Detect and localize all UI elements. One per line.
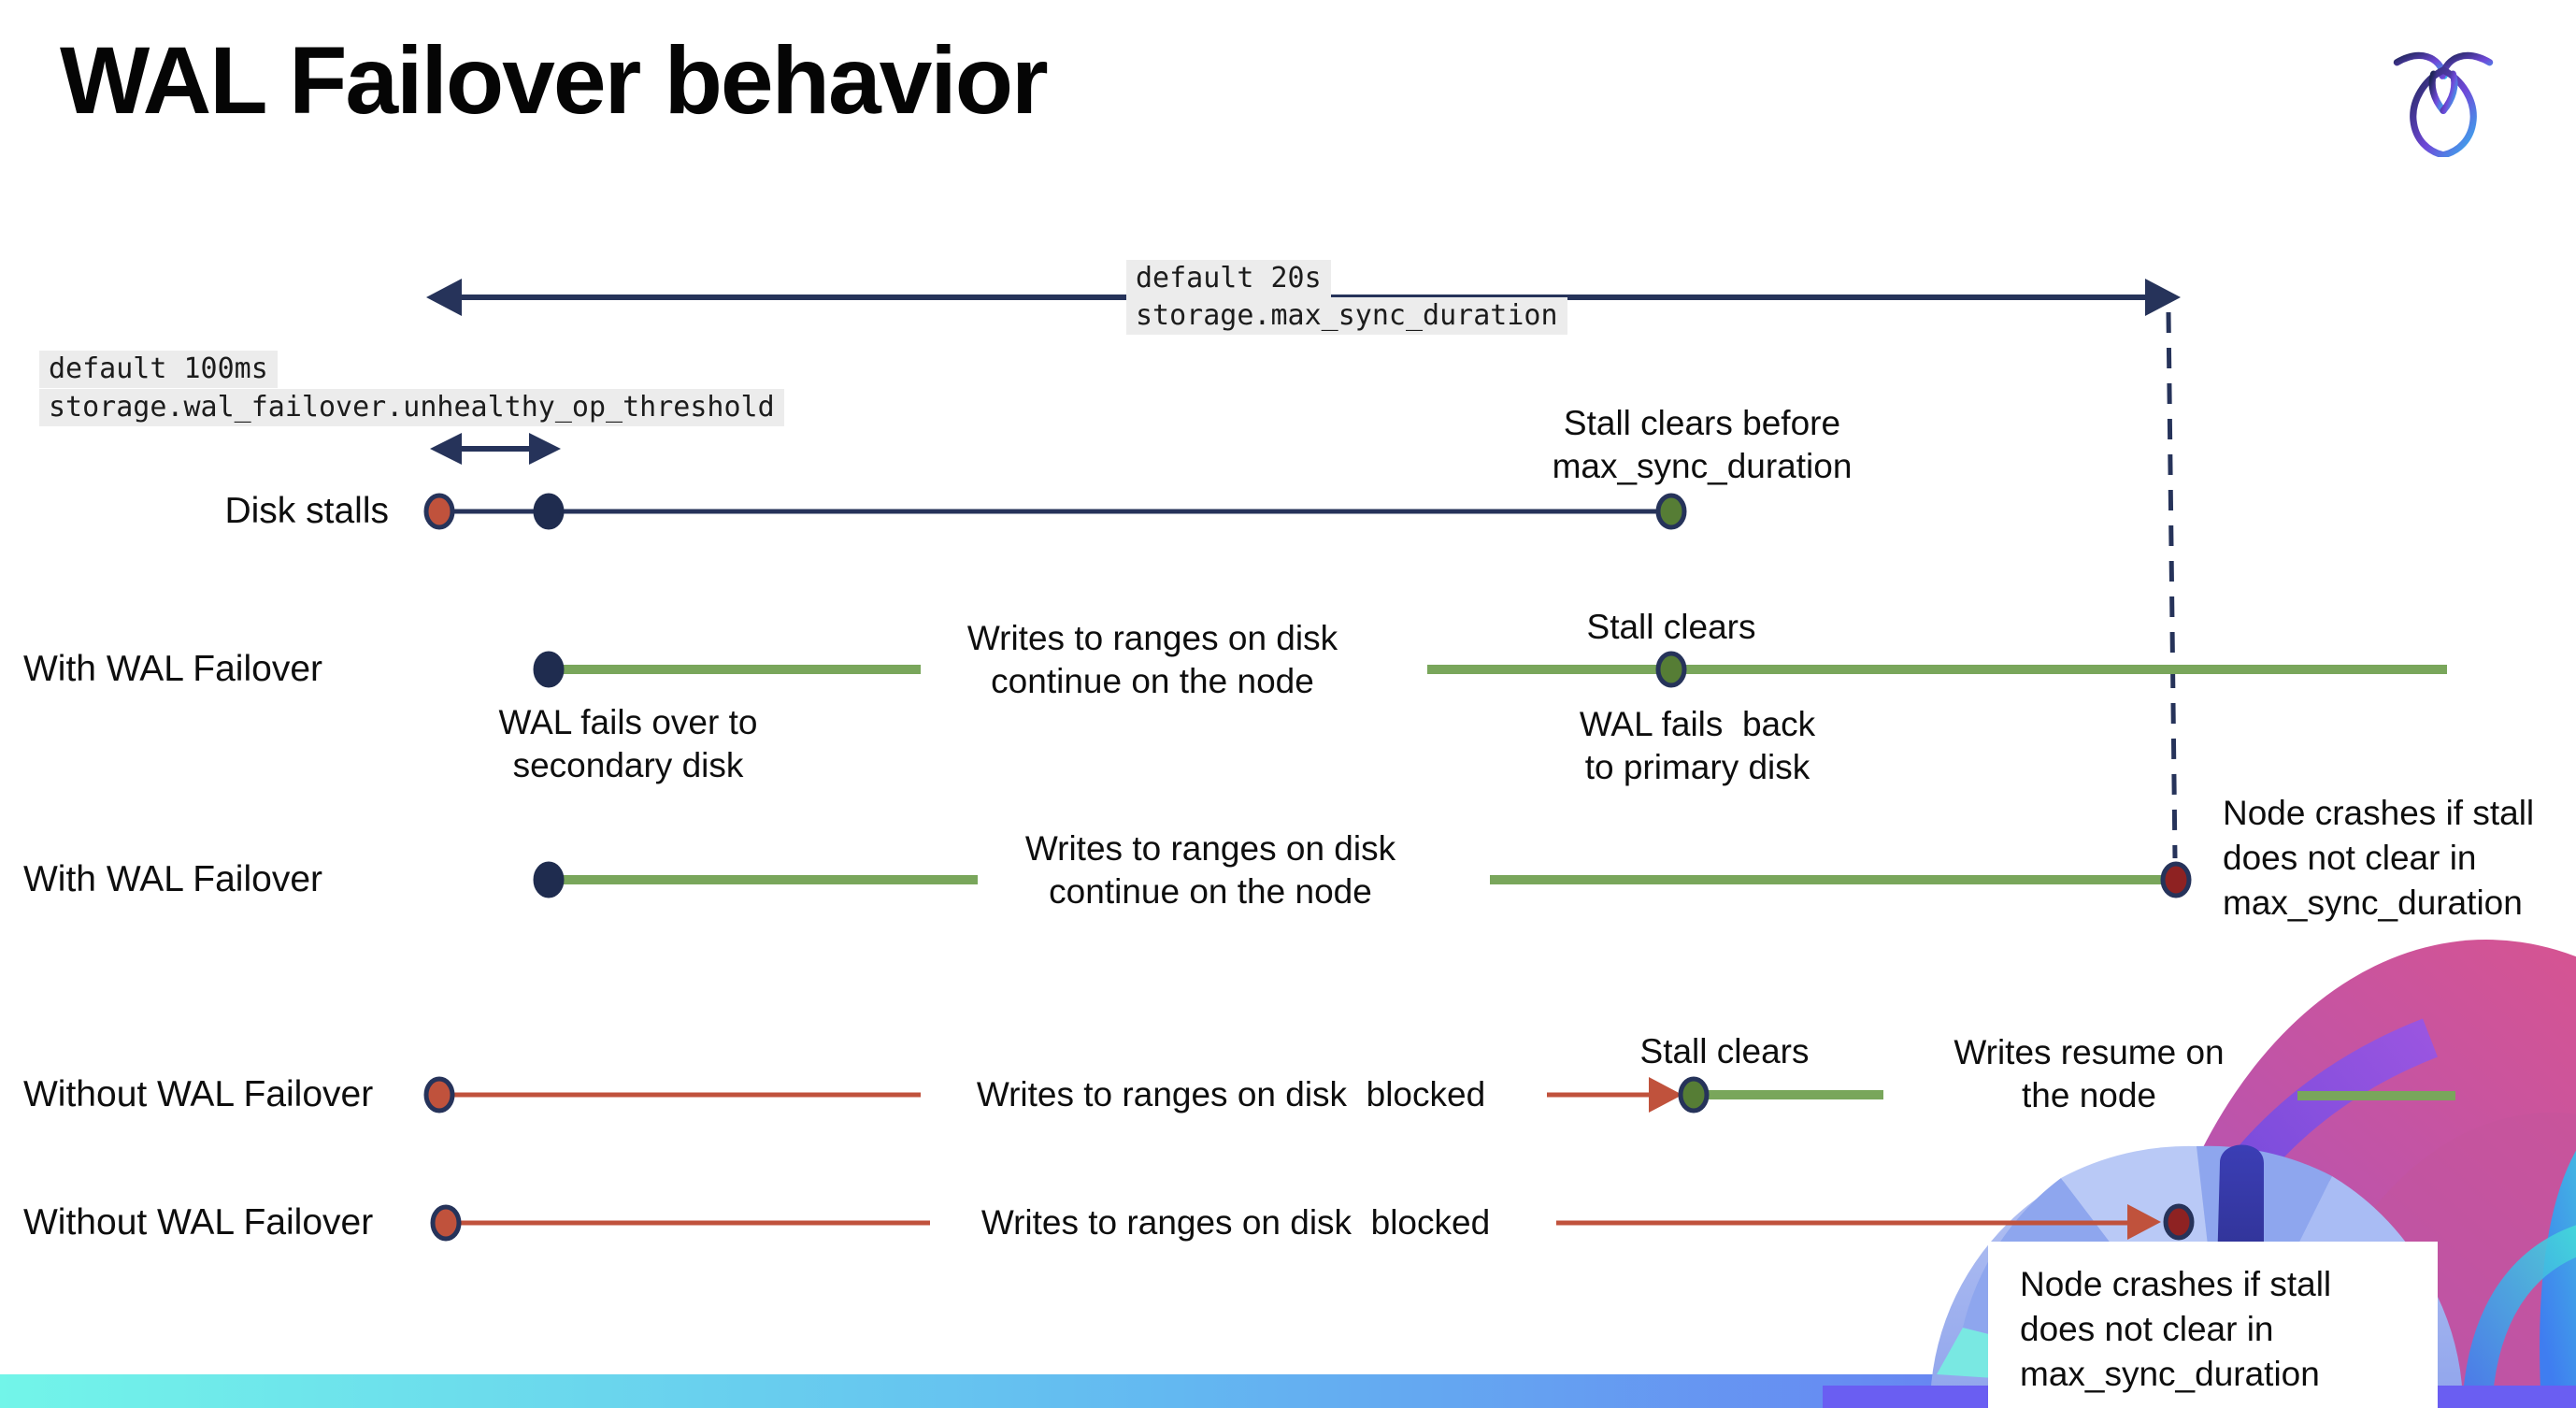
unhealthy-op-setting-label: storage.wal_failover.unhealthy_op_thresh…	[39, 389, 784, 426]
arrow-left-head-icon	[430, 433, 462, 465]
stall-start-dot	[430, 1204, 462, 1242]
failover-dot	[533, 651, 565, 688]
stall-start-dot	[423, 1076, 455, 1113]
failover-dot	[533, 861, 565, 898]
writes-blocked-note: Writes to ranges on disk blocked	[976, 1075, 1486, 1113]
max-sync-setting-label: storage.max_sync_duration	[1126, 297, 1567, 335]
writes-continue-note: Writes to ranges on disk continue on the…	[966, 619, 1338, 700]
writes-blocked-note: Writes to ranges on disk blocked	[980, 1203, 1491, 1242]
teal-leg-small-shape	[2462, 1225, 2576, 1408]
red-arrow-head-icon	[2127, 1204, 2161, 1240]
unhealthy-op-threshold-arrow	[430, 433, 561, 465]
stall-clears-note: Stall clears	[1586, 608, 1756, 646]
crash-note-box: Node crashes if stall does not clear in …	[1988, 1242, 2438, 1408]
stall-clears-dot	[1655, 651, 1687, 688]
timeline-without-failover-clears	[423, 1076, 2455, 1113]
timeline-disk-stalls	[423, 493, 1687, 530]
row-label-without-wal-failover: Without WAL Failover	[23, 1074, 374, 1114]
row-label-disk-stalls: Disk stalls	[224, 491, 389, 531]
arrow-left-head-icon	[426, 279, 462, 316]
wal-fails-back-note: WAL fails back to primary disk	[1579, 705, 1816, 786]
page-title: WAL Failover behavior	[60, 27, 1049, 134]
stall-clears-note: Stall clears	[1639, 1032, 1810, 1070]
stall-clears-before-note: Stall clears before max_sync_duration	[1552, 404, 1853, 485]
writes-continue-note: Writes to ranges on disk continue on the…	[1024, 829, 1396, 911]
timeline-with-failover-clears	[533, 651, 2447, 688]
stall-clears-dot	[1678, 1076, 1710, 1113]
row-label-with-wal-failover: With WAL Failover	[23, 859, 322, 899]
timeline-without-failover-crash	[430, 1203, 2195, 1242]
arrow-right-head-icon	[2145, 279, 2181, 316]
max-sync-deadline-dashed-line	[2166, 311, 2178, 859]
node-crash-dot	[2160, 861, 2192, 898]
writes-resume-note: Writes resume on the node	[1953, 1033, 2225, 1114]
cockroachdb-logo-icon	[2393, 51, 2494, 157]
row-label-without-wal-failover: Without WAL Failover	[23, 1202, 374, 1243]
arrow-right-head-icon	[529, 433, 561, 465]
threshold-dot	[533, 493, 565, 530]
unhealthy-op-default-label: default 100ms	[39, 351, 278, 388]
stall-clears-dot	[1655, 493, 1687, 530]
row-label-with-wal-failover: With WAL Failover	[23, 649, 322, 689]
node-crash-dot	[2163, 1203, 2195, 1241]
teal-leg-shape	[2540, 1150, 2576, 1408]
max-sync-default-label: default 20s	[1126, 260, 1331, 297]
node-crashes-note: Node crashes if stall does not clear in …	[2223, 794, 2535, 922]
stall-start-dot	[423, 493, 455, 530]
timeline-with-failover-crash	[533, 861, 2192, 898]
wal-fails-over-note: WAL fails over to secondary disk	[498, 703, 758, 784]
crash-note: Node crashes if stall does not clear in …	[2020, 1265, 2332, 1393]
red-arrow-head-icon	[1649, 1077, 1682, 1113]
